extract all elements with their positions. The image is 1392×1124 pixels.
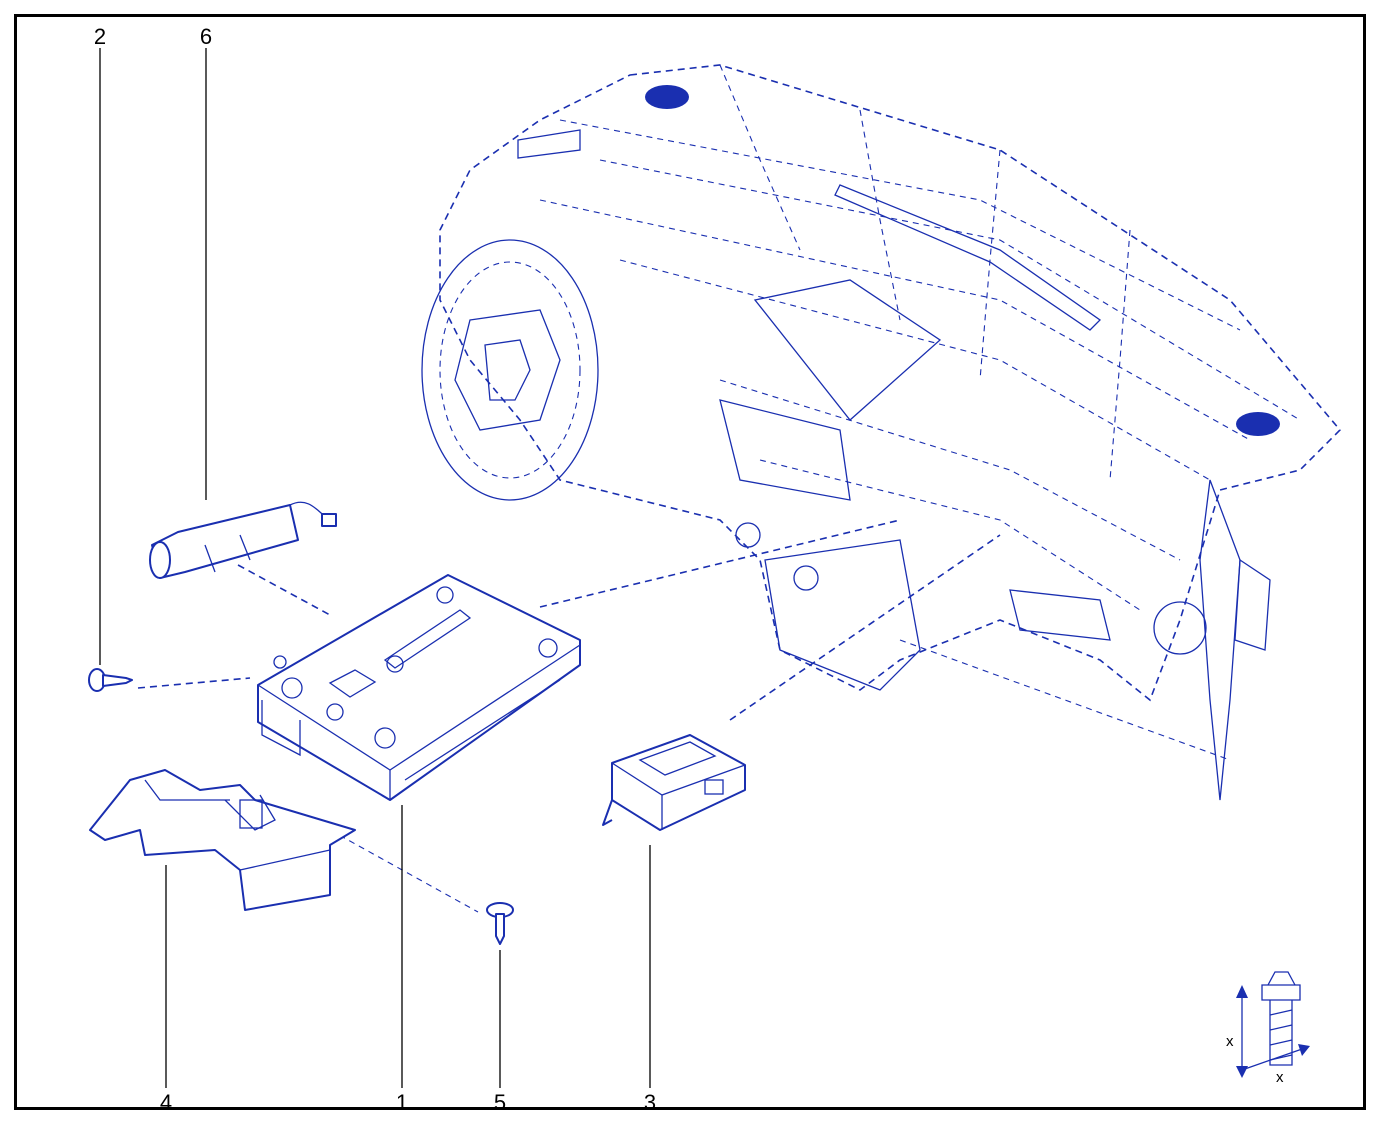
dashboard-assembly-icon — [421, 64, 1342, 801]
callout-leaders — [99, 48, 651, 1088]
control-unit-icon — [257, 574, 581, 801]
torque-bolt-icon: x x — [1226, 971, 1310, 1086]
battery-pack-icon — [149, 501, 337, 579]
callout-4: 4 — [160, 1090, 172, 1115]
callout-3: 3 — [644, 1090, 656, 1115]
bracket-icon — [89, 769, 356, 911]
sensor-module-icon — [602, 734, 746, 831]
screw-icon — [486, 902, 514, 945]
callout-5: 5 — [494, 1090, 506, 1115]
callout-6: 6 — [200, 24, 212, 49]
diagram-frame — [14, 14, 1366, 1110]
torque-label-vertical: x — [1226, 1033, 1234, 1050]
callout-2: 2 — [94, 24, 106, 49]
callout-numbers: 2 6 4 1 5 3 — [94, 24, 656, 1115]
torque-label-horizontal: x — [1276, 1069, 1284, 1086]
screw-icon — [88, 668, 133, 692]
assembly-guide-lines — [137, 519, 1231, 913]
callout-1: 1 — [396, 1090, 408, 1115]
